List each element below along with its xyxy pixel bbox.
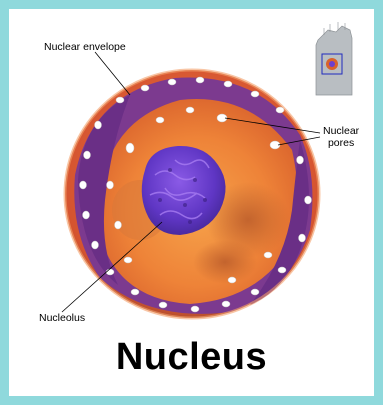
nuclear-pores-label-line1: Nuclear [323, 125, 359, 137]
nuclear-envelope-label: Nuclear envelope [44, 41, 126, 53]
nuclear-pores-label: Nuclear pores [323, 125, 359, 149]
cell-thumbnail-icon [316, 22, 352, 95]
nucleolus-label: Nucleolus [39, 312, 85, 324]
nuclear-pores-label-line2: pores [323, 137, 359, 149]
figure-title: Nucleus [0, 336, 383, 379]
